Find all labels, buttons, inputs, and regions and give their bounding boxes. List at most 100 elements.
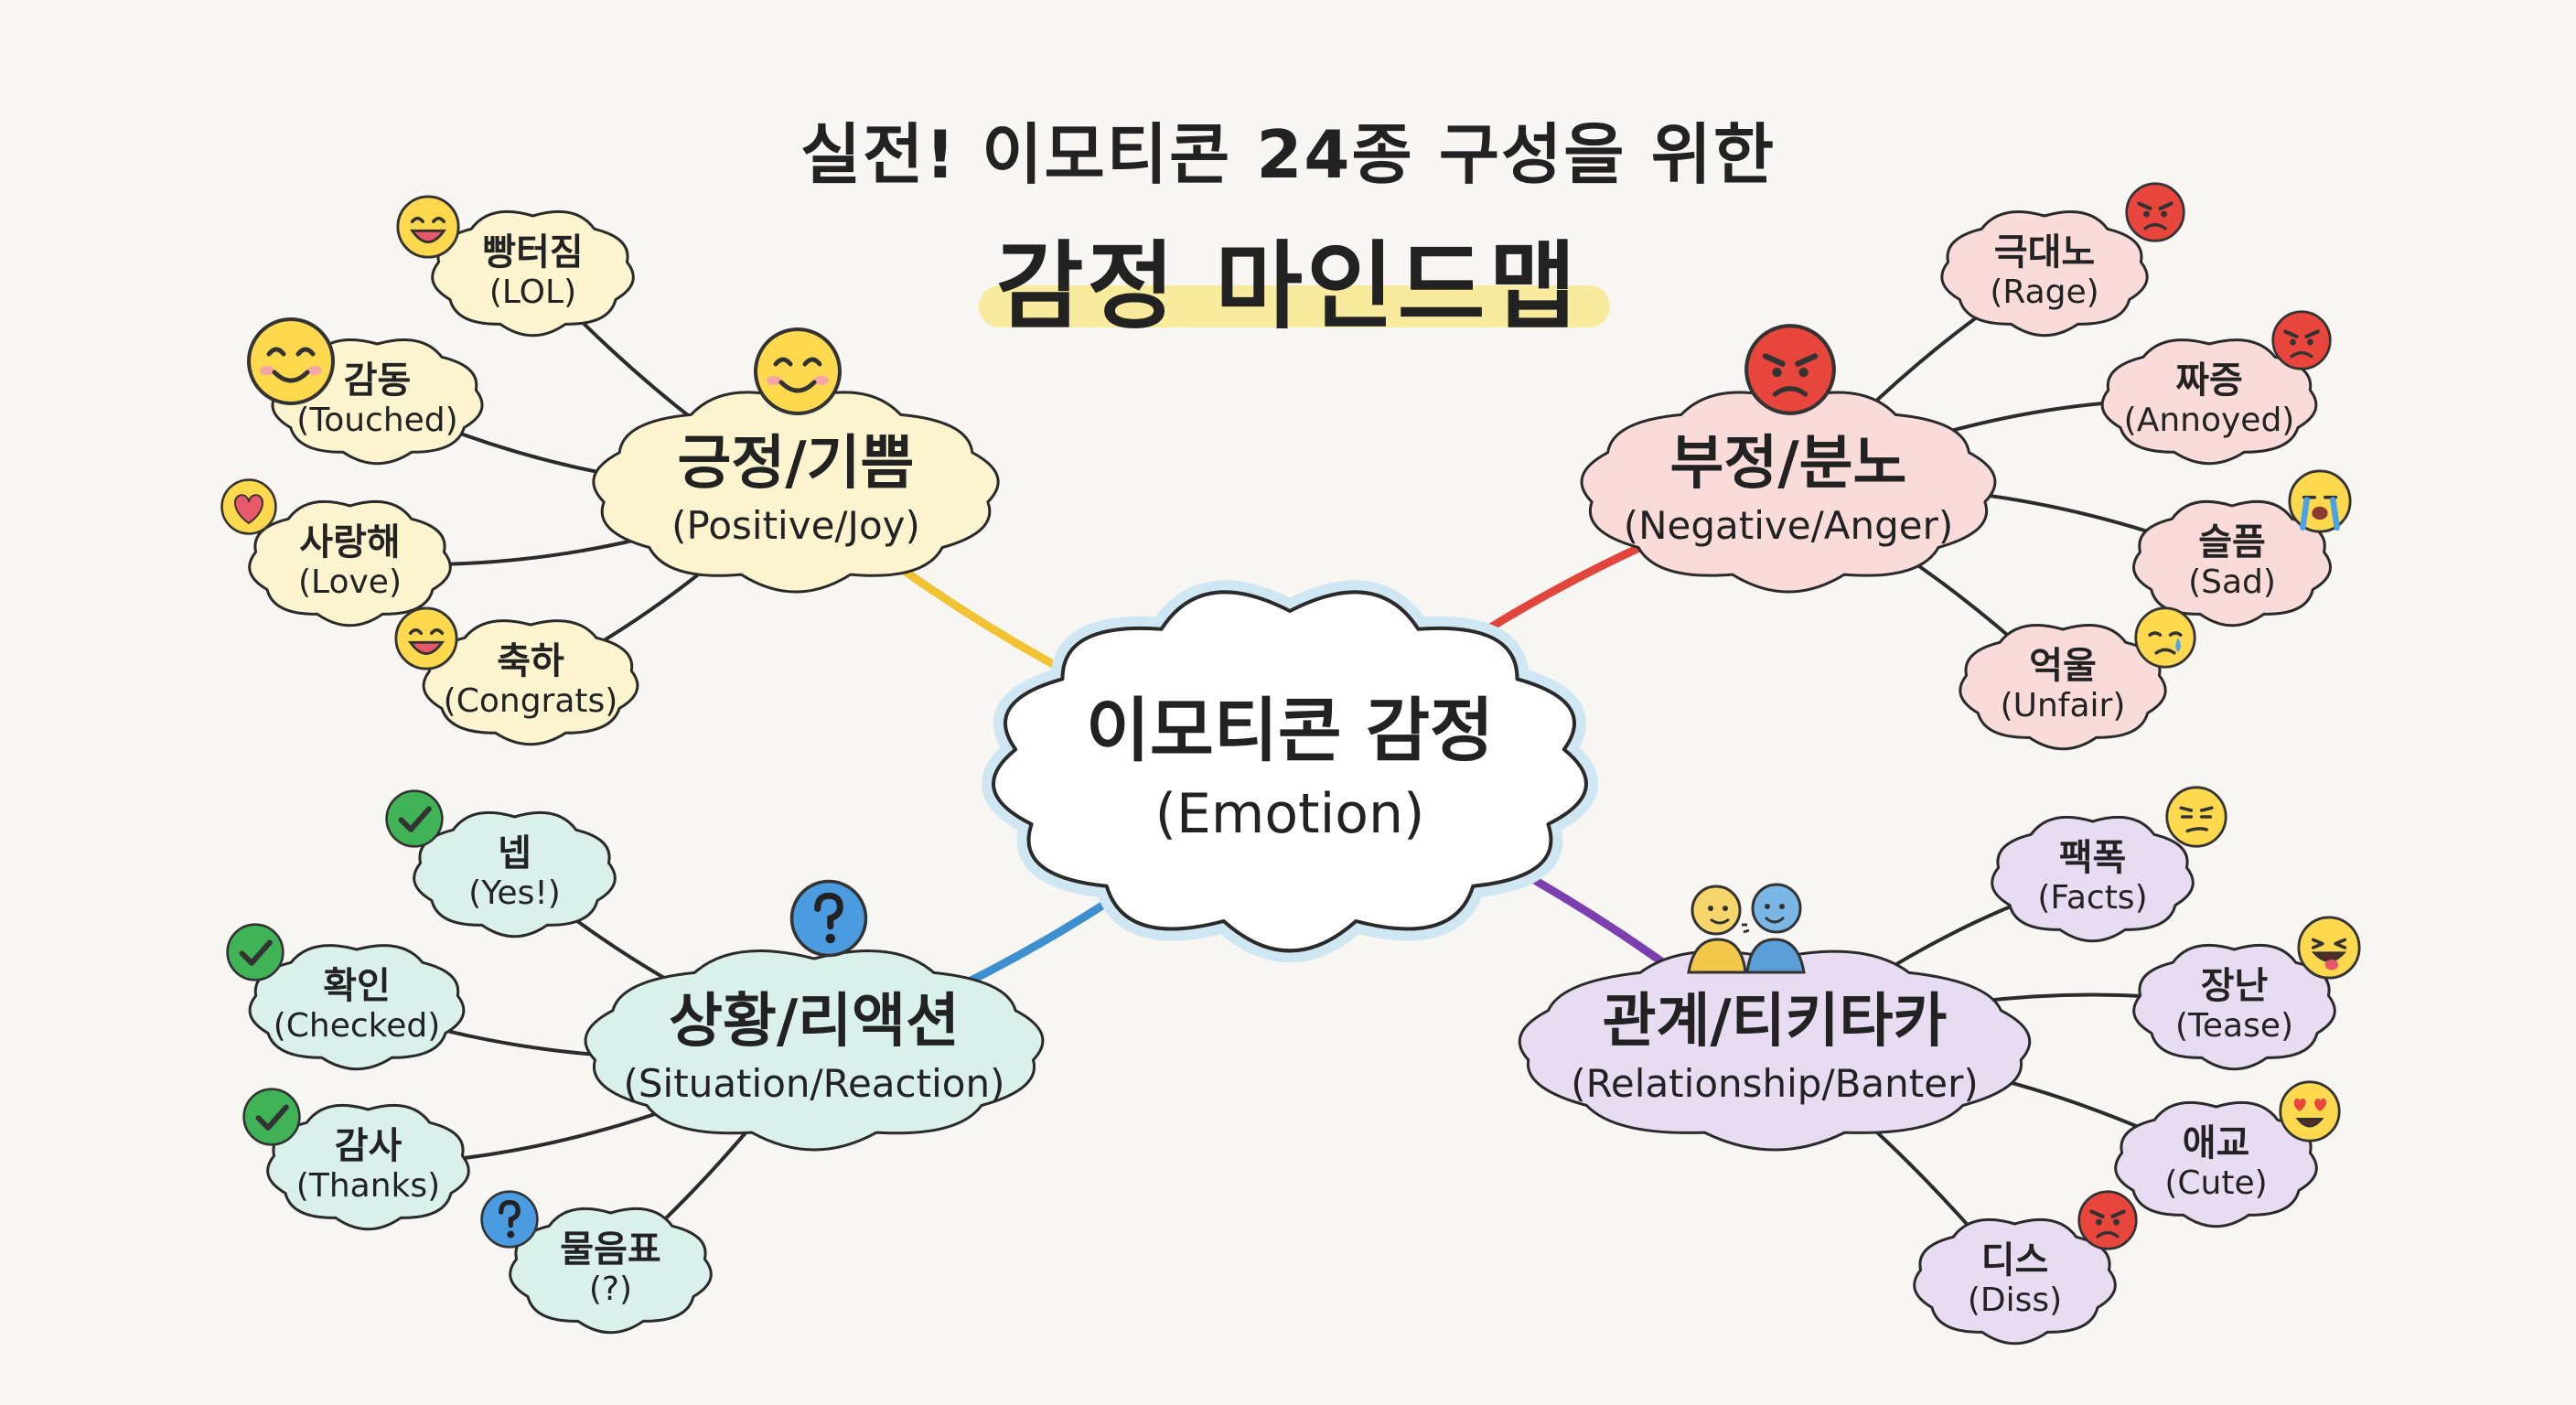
chatting-characters-icon (1681, 874, 1809, 974)
leaf-congrats-sublabel: (Congrats) (443, 682, 618, 721)
leaf-cute-label: 애교 (2182, 1122, 2250, 1165)
leaf-rage-sublabel: (Rage) (1990, 273, 2099, 312)
leaf-checked: 확인(Checked) (247, 942, 467, 1071)
leaf-love: 사랑해(Love) (247, 499, 453, 627)
leaf-touched-label: 감동 (343, 359, 412, 402)
leaf-checked-label: 확인 (323, 965, 391, 1008)
smile-emoji-icon (752, 326, 843, 417)
leaf-question-sublabel: (?) (588, 1271, 633, 1309)
leaf-unfair: 억울(Unfair) (1958, 622, 2168, 751)
leaf-love-label: 사랑해 (299, 521, 401, 564)
cloud-outline (584, 949, 1045, 1152)
leaf-checked-sublabel: (Checked) (273, 1007, 441, 1046)
leaf-touched-sublabel: (Touched) (296, 402, 458, 440)
cloud-shape (1991, 815, 2195, 943)
category-situation-sublabel: (Situation/Reaction) (623, 1060, 1005, 1106)
leaf-congrats-label: 축하 (497, 640, 564, 683)
leaf-love-sublabel: (Love) (298, 563, 402, 602)
leaf-cute: 애교(Cute) (2113, 1099, 2319, 1228)
grinning-emoji-icon (395, 194, 461, 260)
tearful-emoji-icon (2133, 606, 2197, 670)
leaf-annoyed-label: 짜증 (2175, 359, 2243, 402)
category-situation: 상황/리액션 (Situation/Reaction) (584, 949, 1045, 1152)
heart-icon (220, 477, 278, 536)
category-relationship-label: 관계/티키타카 (1602, 988, 1948, 1056)
center-label-en: (Emotion) (1154, 782, 1425, 847)
leaf-sad: 슬픔(Sad) (2131, 499, 2333, 627)
leaf-facts-label: 팩폭 (2058, 837, 2127, 880)
cloud-outline (1518, 949, 2032, 1152)
cloud-shape (1580, 391, 1997, 594)
category-negative-label: 부정/분노 (1669, 430, 1907, 499)
angry-emoji-icon (1743, 322, 1838, 417)
angry-emoji-icon (2077, 1189, 2139, 1251)
cloud-outline (1940, 209, 2149, 338)
angry-emoji-icon (2124, 181, 2186, 243)
leaf-lol-sublabel: (LOL) (488, 273, 577, 312)
leaf-tease-sublabel: (Tease) (2174, 1007, 2294, 1046)
angry-emoji-icon (2270, 309, 2333, 371)
category-negative: 부정/분노 (Negative/Anger) (1580, 391, 1997, 594)
winking-tongue-emoji-icon (2296, 915, 2362, 981)
leaf-lol: 빵터짐(LOL) (430, 209, 636, 338)
title-highlight (979, 285, 1610, 327)
category-relationship-sublabel: (Relationship/Banter) (1571, 1060, 1979, 1106)
cloud-shape (584, 949, 1045, 1152)
leaf-rage: 극대노(Rage) (1939, 209, 2150, 338)
cloud-outline (1991, 815, 2195, 943)
question-mark-icon (479, 1189, 540, 1249)
leaf-diss: 디스(Diss) (1912, 1217, 2118, 1346)
leaf-tease: 장난(Tease) (2131, 942, 2337, 1071)
title-line-1: 실전! 이모티콘 24종 구성을 위한 (800, 116, 1776, 193)
category-situation-label: 상황/리액션 (669, 988, 960, 1056)
cloud-outline (992, 590, 1588, 953)
cloud-shape (982, 580, 1598, 963)
cloud-shape (592, 391, 1000, 594)
leaf-question-label: 물음표 (560, 1228, 661, 1271)
leaf-annoyed: 짜증(Annoyed) (2099, 337, 2319, 466)
leaf-thanks-sublabel: (Thanks) (295, 1167, 441, 1206)
cloud-outline (1580, 391, 1997, 594)
category-negative-sublabel: (Negative/Anger) (1623, 502, 1954, 548)
leaf-annoyed-sublabel: (Annoyed) (2123, 402, 2295, 440)
leaf-yes: 넵(Yes!) (412, 810, 617, 938)
leaf-facts-sublabel: (Facts) (2037, 879, 2148, 917)
check-mark-icon (384, 788, 445, 849)
center-node: 이모티콘 감정 (Emotion) (982, 580, 1598, 963)
leaf-tease-label: 장난 (2200, 965, 2269, 1008)
crying-emoji-icon (2287, 468, 2353, 534)
check-mark-icon (225, 922, 285, 982)
cloud-outline (1913, 1217, 2117, 1346)
grinning-emoji-icon (393, 606, 459, 671)
leaf-diss-sublabel: (Diss) (1967, 1282, 2063, 1320)
leaf-thanks: 감사(Thanks) (265, 1102, 471, 1231)
leaf-rage-label: 극대노 (1993, 231, 2096, 274)
leaf-unfair-sublabel: (Unfair) (2000, 687, 2126, 725)
question-mark-icon (789, 878, 869, 959)
leaf-congrats: 축하(Congrats) (421, 617, 640, 746)
smirk-emoji-icon (2164, 785, 2228, 849)
cloud-outline (592, 391, 1000, 594)
category-relationship: 관계/티키타카 (Relationship/Banter) (1518, 949, 2032, 1152)
category-positive-sublabel: (Positive/Joy) (671, 502, 920, 548)
leaf-sad-sublabel: (Sad) (2188, 563, 2276, 602)
page-title: 감정 마인드맵 (995, 231, 1581, 342)
heart-eyes-emoji-icon (2278, 1079, 2342, 1143)
leaf-diss-label: 디스 (1980, 1239, 2049, 1282)
cloud-shape (1518, 949, 2032, 1152)
center-label-ko: 이모티콘 감정 (1086, 689, 1494, 771)
leaf-facts: 팩폭(Facts) (1990, 814, 2195, 943)
leaf-lol-label: 빵터짐 (482, 231, 584, 274)
category-positive: 긍정/기쁨 (Positive/Joy) (592, 391, 1000, 594)
leaf-yes-label: 넵 (498, 832, 531, 875)
check-mark-icon (242, 1087, 302, 1147)
leaf-cute-sublabel: (Cute) (2164, 1164, 2268, 1203)
category-positive-label: 긍정/기쁨 (677, 430, 915, 499)
smile-emoji-icon (245, 316, 337, 407)
leaf-unfair-label: 억울 (2029, 645, 2097, 688)
leaf-thanks-label: 감사 (334, 1125, 402, 1168)
cloud-shape (1913, 1217, 2117, 1346)
leaf-sad-label: 슬픔 (2198, 521, 2266, 564)
cloud-shape (1940, 209, 2149, 338)
